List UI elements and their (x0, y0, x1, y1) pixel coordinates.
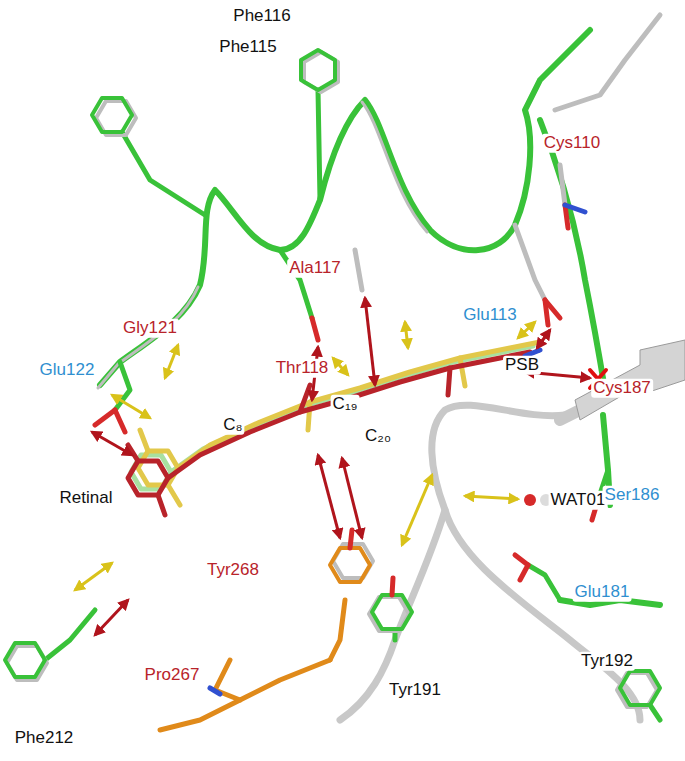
residue-label: Glu181 (573, 583, 632, 602)
residue-label: C₂₀ (363, 427, 393, 446)
residue-label: Thr118 (274, 359, 331, 378)
residue-label: Phe212 (13, 729, 76, 748)
residue-label: Phe115 (217, 38, 278, 57)
residue-label: Gly121 (121, 319, 179, 338)
residue-label: Tyr268 (205, 561, 261, 580)
residue-label: Tyr191 (387, 681, 443, 700)
green-backbone (100, 30, 660, 605)
residue-label: Phe116 (231, 7, 292, 26)
side-chains (45, 15, 660, 730)
residue-label: Cys110 (542, 134, 602, 153)
retinal-chromophore (128, 342, 540, 515)
aromatic-rings (5, 50, 660, 707)
grey-backbone (340, 355, 685, 720)
hydroxyl (350, 530, 352, 548)
residue-label: C₈ (221, 416, 244, 435)
hydroxyl (392, 578, 393, 595)
residue-label: Retinal (58, 489, 115, 508)
residue-label: Tyr192 (579, 652, 635, 671)
residue-label: Ala117 (287, 259, 343, 278)
grey-overlay (98, 102, 427, 388)
residue-label: Glu113 (461, 306, 519, 325)
residue-label: C₁₉ (331, 395, 360, 414)
distance-arrows (75, 298, 590, 635)
residue-label: Glu122 (38, 361, 97, 380)
residue-label: Pro267 (143, 666, 202, 685)
water-oxygen (524, 494, 536, 506)
beta-strand (575, 340, 685, 420)
residue-label: WAT01 (549, 491, 608, 510)
residue-label: Ser186 (603, 486, 662, 505)
residue-label: Cys187 (591, 379, 653, 398)
residue-label: PSB (503, 356, 541, 375)
